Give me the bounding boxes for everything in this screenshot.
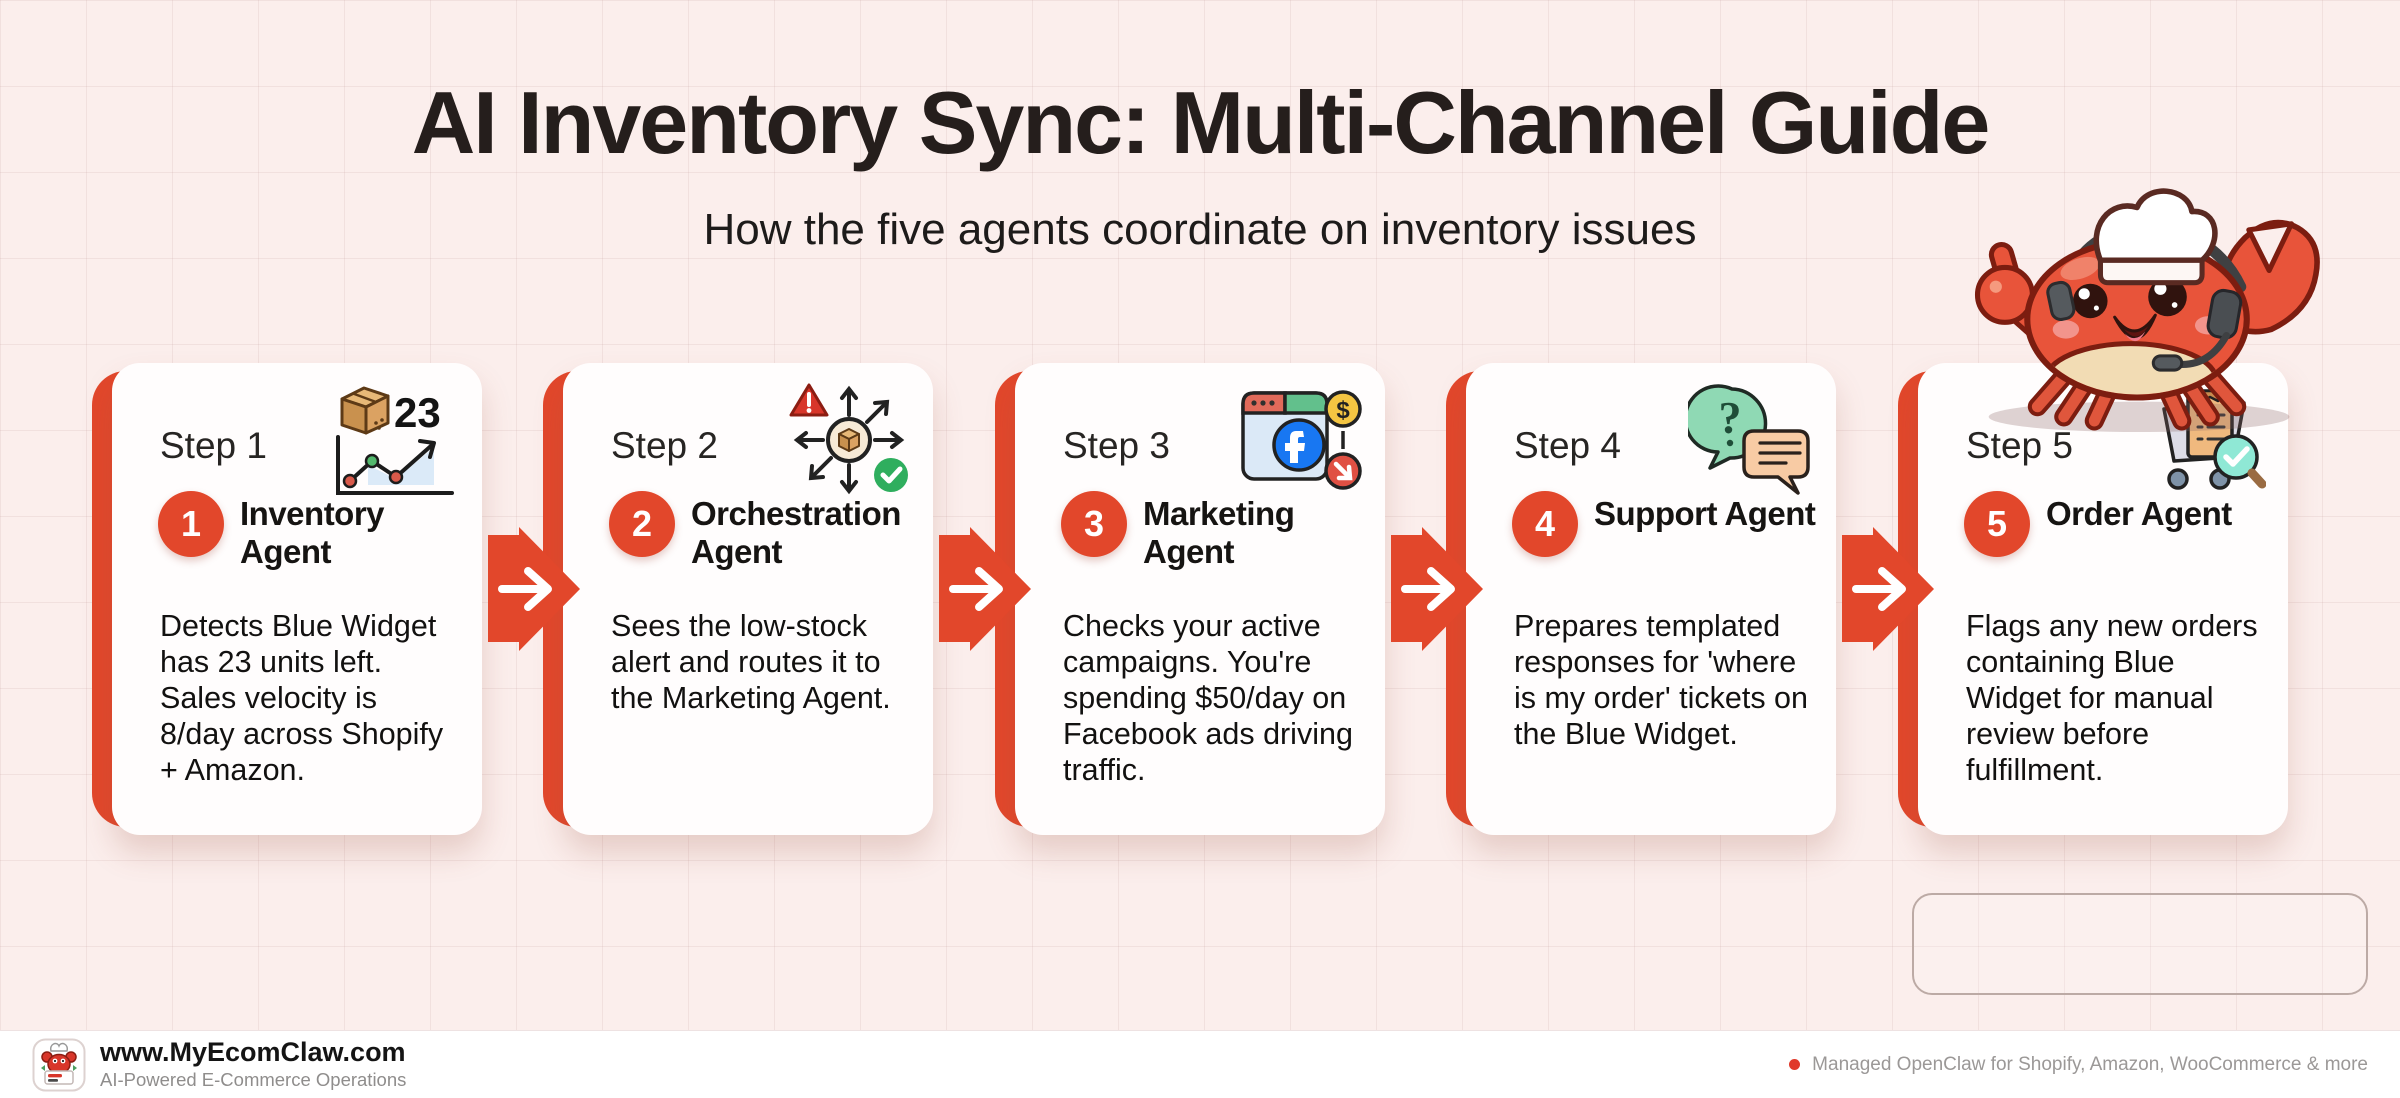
- card-surface: Step 4 ? 4 Support Agent Prepares templa…: [1466, 363, 1836, 835]
- footer-note-text: Managed OpenClaw for Shopify, Amazon, Wo…: [1812, 1053, 2368, 1075]
- agent-title: Order Agent: [2046, 495, 2232, 532]
- step-number-badge: 5: [1964, 491, 2030, 557]
- chef-hat-icon: [2093, 188, 2218, 286]
- agent-description: Sees the low-stock alert and routes it t…: [611, 609, 891, 715]
- svg-text:23: 23: [394, 389, 441, 436]
- facebook-ads-spend-icon: $: [1241, 390, 1362, 490]
- step-card-1: Step 1 23 1 Inventory Agent Detects Blue…: [92, 363, 482, 835]
- step-label: Step 3: [1063, 425, 1170, 466]
- chef-crab-headset-mascot: [1974, 188, 2320, 433]
- card-surface: Step 1 23 1 Inventory Agent Detects Blue…: [112, 363, 482, 835]
- empty-note-box: [1912, 893, 2368, 995]
- page-title: AI Inventory Sync: Multi-Channel Guide: [411, 73, 1991, 172]
- right-arrow-icon: [488, 527, 580, 651]
- red-bullet-icon: [1789, 1059, 1801, 1070]
- step-label: Step 5: [1966, 425, 2073, 466]
- step-number-badge: 2: [609, 491, 675, 557]
- step-card-5: Step 5 5 Order Agent Flags any new o: [1898, 363, 2288, 835]
- inventory-box-sales-chart-icon: 23: [336, 386, 454, 495]
- card-surface: Step 2 2: [563, 363, 933, 835]
- ecomclaw-crab-logo: [32, 1038, 86, 1091]
- alert-routing-hub-icon: [789, 383, 908, 495]
- agent-description: Detects Blue Widget has 23 units left. S…: [160, 609, 444, 787]
- brand-block: www.MyEcomClaw.com AI-Powered E-Commerce…: [32, 1036, 407, 1092]
- agent-title: Support Agent: [1594, 495, 1816, 532]
- step-number-badge: 1: [158, 491, 224, 557]
- step-card-2: Step 2 2: [543, 363, 933, 835]
- agent-title: Marketing Agent: [1143, 495, 1295, 571]
- right-arrow-icon: [1391, 527, 1483, 651]
- brand-site-url: www.MyEcomClaw.com: [100, 1036, 406, 1067]
- step-number-badge: 3: [1061, 491, 1127, 557]
- agent-title: Orchestration Agent: [691, 495, 901, 571]
- step-label: Step 2: [611, 425, 718, 466]
- step-card-4: Step 4 ? 4 Support Agent Prepares templa…: [1446, 363, 1836, 835]
- page-subtitle: How the five agents coordinate on invent…: [703, 205, 1697, 254]
- agent-description: Checks your active campaigns. You're spe…: [1063, 609, 1353, 787]
- right-arrow-icon: [1842, 527, 1934, 651]
- footer-bar: www.MyEcomClaw.com AI-Powered E-Commerce…: [0, 1030, 2400, 1098]
- brand-tagline: AI-Powered E-Commerce Operations: [100, 1069, 407, 1091]
- step-card-3: Step 3 $ 3 Marketing Agent Che: [995, 363, 1385, 835]
- svg-text:$: $: [1336, 397, 1350, 424]
- svg-text:?: ?: [1719, 392, 1742, 443]
- step-label: Step 4: [1514, 425, 1621, 466]
- question-chat-bubbles-icon: ?: [1688, 384, 1810, 495]
- step-number-badge: 4: [1512, 491, 1578, 557]
- agent-description: Flags any new orders containing Blue Wid…: [1966, 609, 2258, 787]
- thumbs-up-claw: [1974, 241, 2035, 325]
- agent-description: Prepares templated responses for 'where …: [1514, 609, 1808, 751]
- card-surface: Step 3 $ 3 Marketing Agent Che: [1015, 363, 1385, 835]
- right-arrow-icon: [939, 527, 1031, 651]
- step-label: Step 1: [160, 425, 267, 466]
- brand-text: www.MyEcomClaw.com AI-Powered E-Commerce…: [100, 1036, 407, 1092]
- footer-note: Managed OpenClaw for Shopify, Amazon, Wo…: [1789, 1054, 2368, 1076]
- agent-title: Inventory Agent: [240, 495, 385, 571]
